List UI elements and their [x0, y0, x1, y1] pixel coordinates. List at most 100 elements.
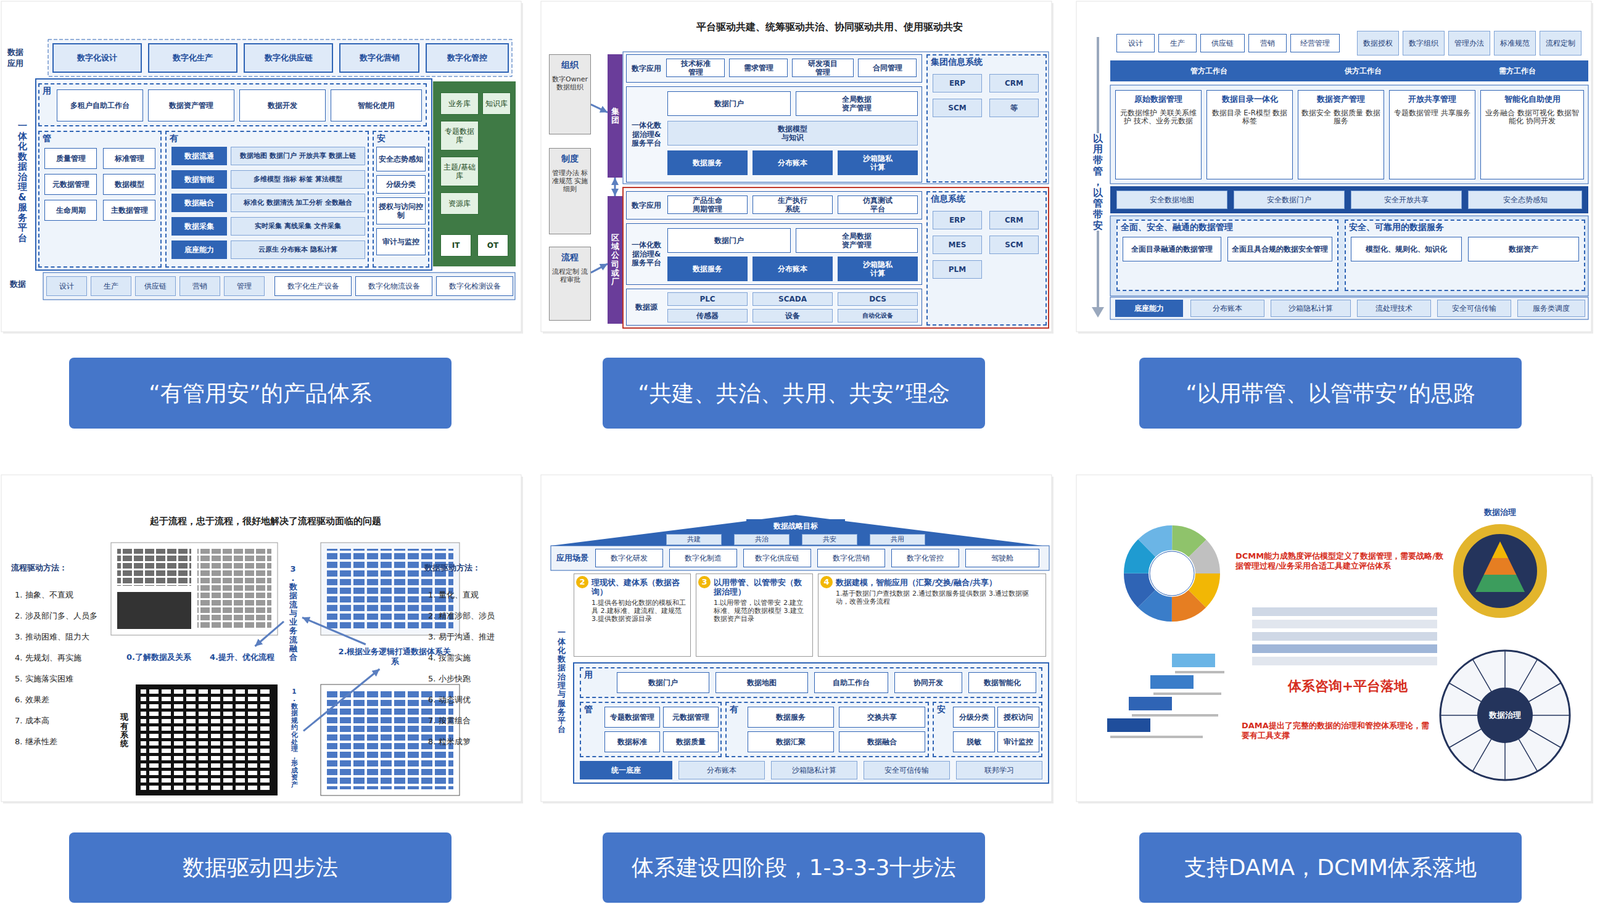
node-text: 需方工作台 — [1498, 66, 1536, 76]
node-text: 数字化营销 — [359, 53, 400, 63]
node-text: 安全态势感知 — [1503, 195, 1548, 205]
node-text: 业务融合 数据可视化 数据智能化 协同开发 — [1484, 109, 1581, 127]
item-box: 设计 — [46, 276, 87, 297]
panel6-figures-part — [1252, 619, 1438, 629]
node-text: 全面、安全、融通的数据管理 — [1120, 222, 1233, 233]
caption-button: “共建、共治、共用、共安”理念 — [602, 357, 986, 429]
callout-number: 2 — [576, 576, 589, 589]
group-box: 管专题数据管理元数据管理数据标准数据质量 — [579, 701, 722, 758]
item-box: 分布账本 — [678, 761, 765, 780]
node-text: 全面且具合规的数据安全管理 — [1231, 244, 1328, 254]
capability-box: 底座能力 — [171, 240, 227, 260]
group-box: 安全、可靠用的数据服务模型化、规则化、知识化数据资产 — [1344, 219, 1586, 292]
item-box: 流处理技术 — [1356, 299, 1431, 318]
band-box: 需方工作台 — [1455, 62, 1580, 79]
label-text: 流程驱动方法： — [11, 562, 110, 574]
node-text: 数字化供应链 — [754, 553, 800, 563]
label-text: 2. 精准涉部、涉员 — [428, 610, 520, 622]
node-text: 云原生 分布账本 隐私计算 — [258, 245, 339, 254]
label-text: 6. 效果差 — [14, 694, 109, 706]
node-text: 分布账本 — [1212, 304, 1243, 313]
caption-button: “有管用安”的产品体系 — [69, 357, 452, 429]
node-text: 安全开放共享 — [1384, 195, 1429, 205]
node-text: 数字化管控 — [447, 53, 488, 63]
panel3-frames-part — [1091, 307, 1105, 318]
node-text: 等 — [1010, 103, 1018, 113]
label-text: 数据驱动方法： — [424, 562, 517, 574]
node-text: 仿真测试平台 — [859, 196, 896, 215]
node-text: 专题数据库 — [442, 127, 477, 145]
node-text: 全局数据资产管理 — [838, 231, 875, 250]
panel6-figures-part — [1153, 692, 1222, 696]
node-text: SCADA — [774, 294, 811, 304]
pillar-box: 组织数字Owner 数据组织 — [548, 54, 591, 135]
node-text: 管 — [42, 133, 52, 144]
panel2-frames — [622, 51, 1049, 329]
label-text: 6. 动态调优 — [428, 694, 520, 706]
item-box: 安全数据门户 — [1233, 190, 1345, 210]
group-box: 用数据门户数据地图自助工作台协同开发数据智能化 — [579, 667, 1043, 699]
store-box: OT — [477, 234, 509, 257]
item-box: 多维模型 指标 标签 算法模型 — [230, 170, 366, 189]
node-text: 体系建设四阶段，1-3-3-3十步法 — [631, 854, 957, 881]
vertical-title: 现有系统 — [115, 696, 132, 765]
item-box: 共治 — [734, 534, 790, 546]
panel6-figures-part — [1171, 653, 1216, 668]
node-text: 业务库 — [448, 99, 471, 108]
label-text: 7. 按需组合 — [428, 715, 520, 727]
node-text: 全局数据资产管理 — [838, 94, 875, 113]
node-text: 元数据管理 — [52, 180, 90, 189]
app-header-box: 数字化生产 — [148, 43, 238, 73]
panel5-frames-part — [550, 545, 1050, 571]
panel6-figures-part — [1458, 529, 1543, 614]
pillar-box: 流程流程定制 流程审批 — [548, 246, 591, 321]
panel2-frames-part — [622, 187, 1049, 329]
node-text: 制度 — [561, 153, 579, 165]
label-text: 2. 涉及部门多、人员多 — [14, 610, 109, 622]
module-box: 元数据管理 — [663, 706, 719, 728]
node-text: 信息系统 — [930, 193, 966, 205]
node-text: 生命周期 — [56, 206, 86, 215]
panel6-figures-part — [1252, 656, 1438, 666]
panel4-figures-part — [197, 548, 272, 630]
node-text: 数据地图 数据门户 开放共享 数据上链 — [239, 151, 356, 160]
node-text: 数字化营销 — [832, 553, 870, 563]
module-box: 数据资产管理 — [148, 89, 235, 122]
capability-box: 数据服务 — [667, 256, 748, 282]
module-box: 供应链 — [1200, 33, 1245, 53]
module-box: 经营管理 — [1290, 33, 1340, 53]
node-text: CRM — [1004, 78, 1024, 88]
module-box: 生产执行系统 — [752, 195, 833, 215]
module-box: 生命周期 — [44, 199, 97, 221]
band-box: 底座能力 — [1115, 299, 1184, 318]
node-text: 数据授权 — [1363, 38, 1393, 48]
store-box: 知识库 — [482, 92, 511, 115]
item-box: 等 — [989, 98, 1039, 118]
module-box: 交换共享 — [838, 706, 926, 728]
panel3-frames-part — [1110, 60, 1589, 82]
capability-box: 沙箱隐私计算 — [837, 150, 918, 176]
node-text: 数字化设计 — [77, 53, 118, 63]
module-box: 数据标准 — [604, 731, 660, 753]
item-box: 标准规范 — [1493, 30, 1536, 56]
node-text: “以用带管、以管带安”的思路 — [1185, 379, 1475, 407]
panel4-figures-part — [111, 542, 278, 636]
panel1-frames-part — [432, 81, 516, 267]
node-text: 标准化 数据清洗 加工分析 全数融合 — [243, 198, 353, 207]
node-text: 数据驱动四步法 — [182, 854, 339, 881]
item-box: 联邦学习 — [956, 761, 1043, 780]
item-box: 共安 — [801, 534, 858, 546]
node-text: 审计监控 — [1003, 737, 1034, 747]
node-text: 数据门户 — [711, 236, 747, 245]
node-text: OT — [487, 241, 499, 250]
node-text: 安 — [376, 133, 386, 144]
panel3-frames-part — [1110, 215, 1589, 297]
store-box: 专题数据库 — [440, 120, 479, 151]
group-box: 安安全态势感知分级分类授权与访问控制审计与监控 — [372, 130, 430, 268]
module-box: 自助工作台 — [814, 672, 889, 694]
module-box: 需求管理 — [729, 58, 788, 78]
pillar-box: 制度管理办法 标准规范 实施细则 — [548, 148, 591, 235]
panel6-figures-part — [1136, 537, 1208, 610]
item-box: SCADA — [752, 292, 833, 306]
